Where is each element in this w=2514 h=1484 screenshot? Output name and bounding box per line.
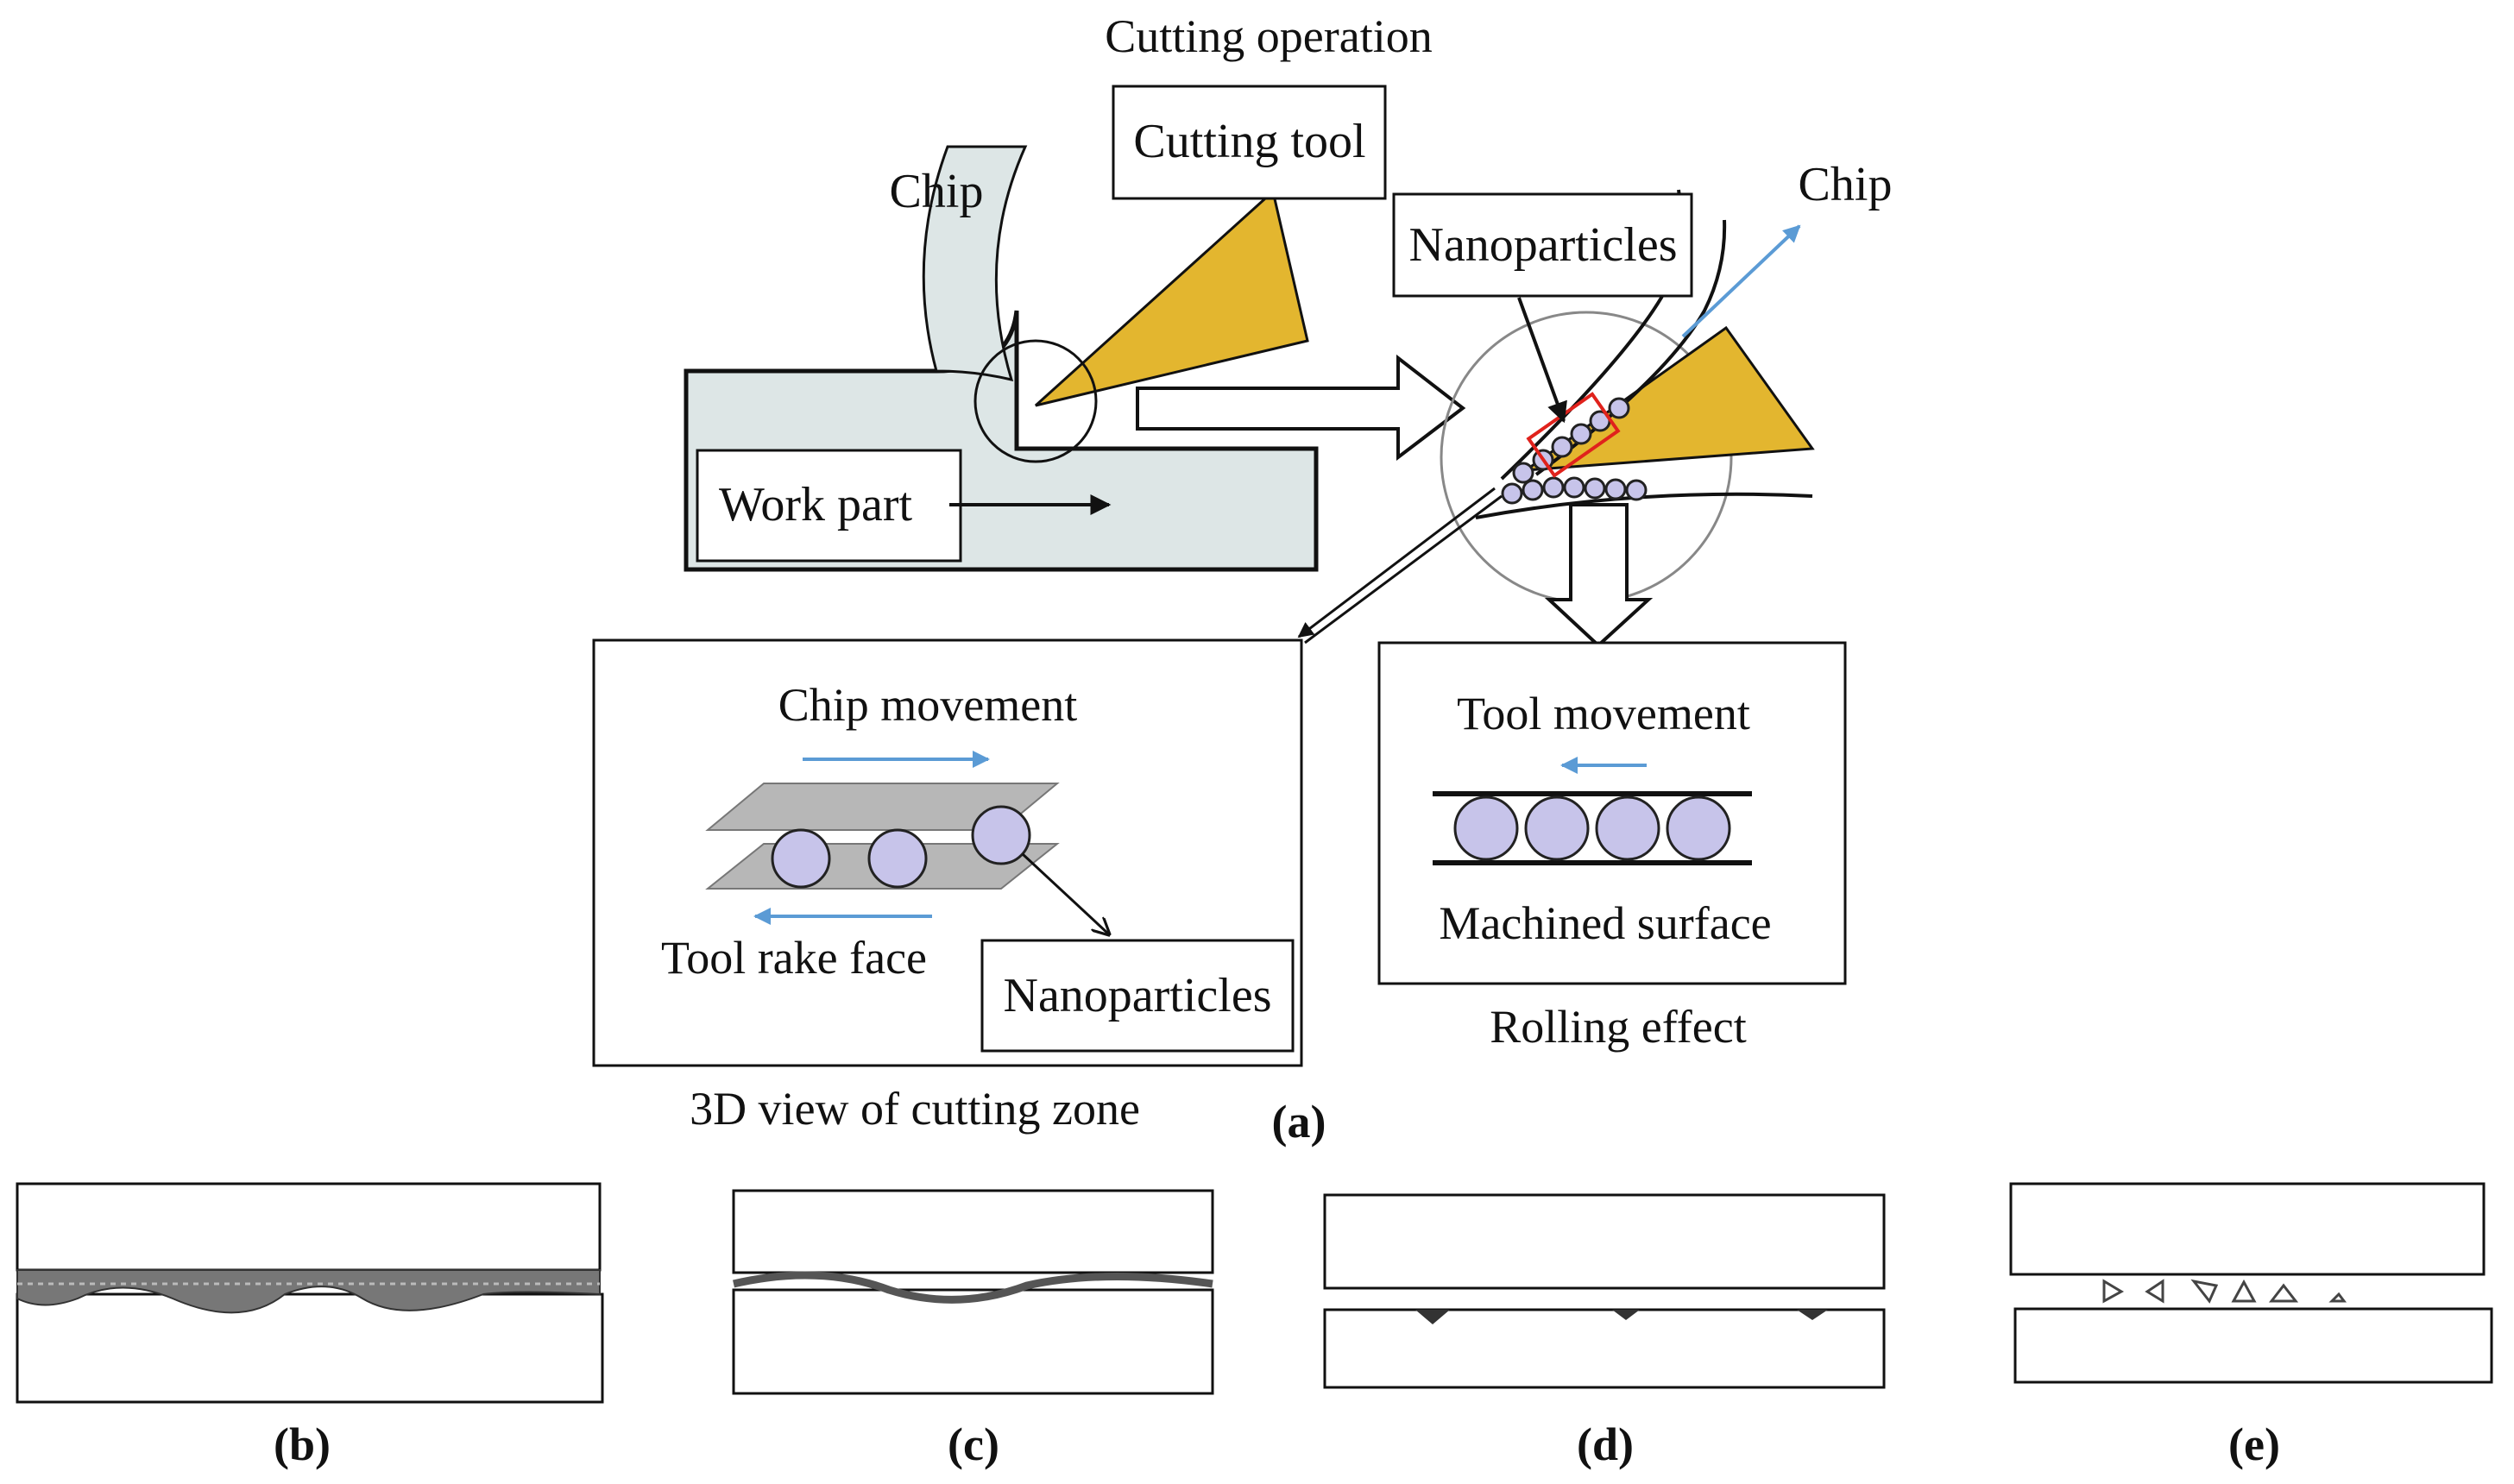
panel-d-label: (d) bbox=[1577, 1418, 1634, 1470]
panel-b-label: (b) bbox=[274, 1418, 331, 1470]
rolling-particle-2 bbox=[1524, 795, 1590, 861]
panel-b-lower-block bbox=[16, 1292, 604, 1404]
panel-d: (d) bbox=[1323, 1193, 1886, 1470]
panel-d-upper-block bbox=[1323, 1193, 1886, 1290]
cutting-tool-shape bbox=[1034, 189, 1309, 407]
nanoparticle-3d-2 bbox=[867, 828, 928, 889]
nanoparticles-box-label: Nanoparticles bbox=[1004, 969, 1272, 1022]
panel-a: Cutting operation Cutting tool Chip Work… bbox=[592, 10, 1893, 1148]
panel-e-lower-block bbox=[2013, 1307, 2493, 1384]
view-3d-connector-1 bbox=[1304, 494, 1503, 645]
panel-d-particle-1 bbox=[1415, 1310, 1450, 1324]
nanoparticles-pointer-arrow bbox=[1517, 297, 1567, 424]
rolling-particle-3 bbox=[1595, 795, 1660, 861]
magnify-arrow bbox=[1136, 354, 1466, 462]
tool-movement-label: Tool movement bbox=[1457, 688, 1750, 739]
nanoparticles-top-label-box bbox=[1392, 192, 1693, 298]
panel-e-particles bbox=[2102, 1279, 2347, 1304]
cutting-tool-label: Cutting tool bbox=[1133, 115, 1365, 168]
panel-c-thin-layer bbox=[732, 1271, 1213, 1304]
cutting-tool-label-box bbox=[1112, 85, 1387, 200]
view-3d-connector-arrow bbox=[1297, 487, 1496, 638]
chip-movement-label: Chip movement bbox=[778, 679, 1077, 731]
rolling-down-arrow bbox=[1544, 503, 1654, 648]
panel-d-particle-3 bbox=[1797, 1310, 1828, 1320]
panel-c-label: (c) bbox=[948, 1418, 999, 1470]
nanoparticles-box-label-box bbox=[980, 939, 1295, 1053]
panel-b: (b) bbox=[16, 1182, 604, 1470]
nanoparticles-top-label: Nanoparticles bbox=[1409, 218, 1678, 272]
chip-label-right: Chip bbox=[1799, 158, 1893, 211]
panel-e: (e) bbox=[2009, 1182, 2493, 1470]
rolling-effect-label: Rolling effect bbox=[1490, 1001, 1746, 1053]
panel-e-upper-block bbox=[2009, 1182, 2486, 1276]
panel-a-label: (a) bbox=[1272, 1096, 1326, 1148]
panel-c-lower-block bbox=[732, 1288, 1214, 1395]
rolling-particle-4 bbox=[1666, 795, 1731, 861]
chip-label-left: Chip bbox=[890, 165, 984, 218]
chip-shape bbox=[922, 145, 1028, 382]
view-3d-caption: 3D view of cutting zone bbox=[690, 1083, 1140, 1135]
cutting-zone-circle bbox=[973, 339, 1098, 463]
rolling-particle-1 bbox=[1453, 795, 1519, 861]
panel-c: (c) bbox=[732, 1189, 1214, 1470]
chip-direction-arrow bbox=[1681, 224, 1801, 338]
work-part-label: Work part bbox=[719, 478, 913, 531]
nanoparticle-3d-1 bbox=[771, 828, 831, 889]
panel-b-upper-block bbox=[16, 1182, 602, 1272]
magnified-tool-shape bbox=[1521, 325, 1815, 472]
nanoparticle-3d-pointer bbox=[1021, 852, 1109, 934]
panel-c-upper-block bbox=[732, 1189, 1214, 1274]
panel-d-particle-2 bbox=[1612, 1310, 1640, 1320]
diagram-title: Cutting operation bbox=[1105, 10, 1432, 62]
tool-rake-face-label: Tool rake face bbox=[661, 932, 927, 984]
nanoparticle-3d-3 bbox=[971, 805, 1031, 865]
panel-e-label: (e) bbox=[2228, 1418, 2280, 1470]
panel-d-lower-block bbox=[1323, 1308, 1886, 1389]
panel-b-particle-layer bbox=[16, 1269, 601, 1314]
machined-surface-label: Machined surface bbox=[1439, 897, 1771, 949]
